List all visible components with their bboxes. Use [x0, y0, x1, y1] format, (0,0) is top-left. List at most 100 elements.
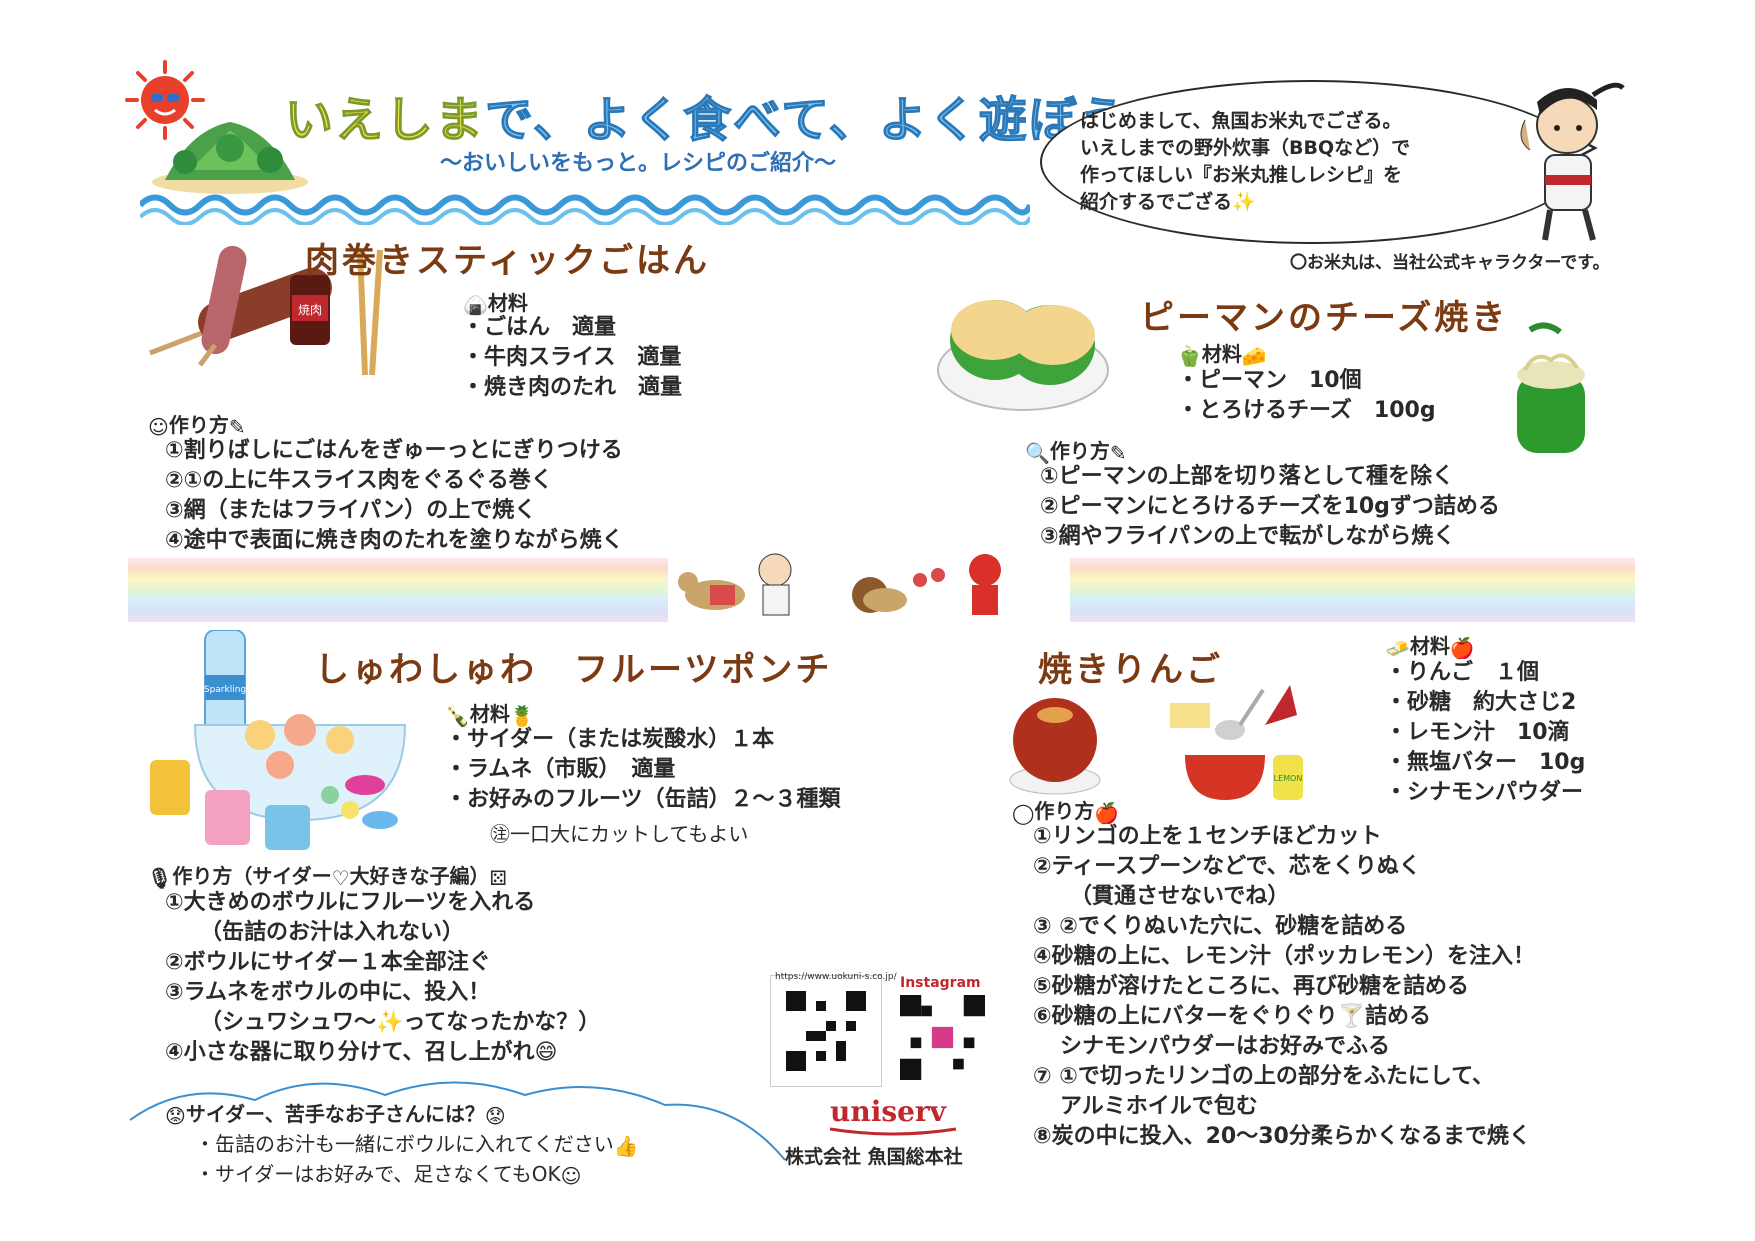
okomemaru-character-illustration	[1520, 82, 1625, 241]
recipe4-ingredient-2: ・砂糖 約大さじ2	[1385, 690, 1577, 715]
recipe3-ingredient-3: ・お好みのフルーツ（缶詰）２～３種類	[445, 787, 841, 812]
dice-icon: ⚄	[489, 865, 507, 890]
character-note: 〇お米丸は、当社公式キャラクターです。	[1290, 253, 1610, 273]
recipe4-title: 焼きりんご	[1038, 650, 1223, 690]
recipe3-title: しゅわしゅわ フルーツポンチ	[315, 650, 833, 690]
bottle-label: Sparkling	[204, 685, 246, 695]
cocktail-glass-icon: 🍸	[1337, 1004, 1366, 1029]
baked-apple-illustration: LEMON	[1009, 685, 1303, 800]
recipe4-step-2-note: （貫通させないでね）	[1070, 884, 1290, 909]
recipe3-step-3: ③ラムネをボウルの中に、投入！	[165, 980, 491, 1005]
recipe4-step-3: ③ ②でくりぬいた穴に、砂糖を詰める	[1033, 914, 1408, 939]
recipe4-method-label: ◯作り方🍎	[1012, 799, 1120, 825]
grin-icon: 😄	[534, 1040, 558, 1065]
recipe3-step-3-note: （シュワシュワ～✨ってなったかな？）	[200, 1010, 601, 1035]
pepper-icon: 🫑	[1177, 343, 1202, 368]
tip-line-2: ・サイダーはお好みで、足さなくてもOK☺	[195, 1162, 582, 1188]
heart-icon: ♡	[331, 865, 350, 890]
recipe4-step-5: ⑤砂糖が溶けたところに、再び砂糖を詰める	[1033, 974, 1469, 999]
recipe4-step-4: ④砂糖の上に、レモン汁（ポッカレモン）を注入！	[1033, 944, 1535, 969]
recipe1-step-1: ①割りばしにごはんをぎゅーっとにぎりつける	[165, 438, 623, 463]
recipe4-step-6-note: シナモンパウダーはお好みでふる	[1060, 1034, 1391, 1059]
instagram-label: Instagram	[900, 975, 981, 991]
apple-icon: 🍎	[1449, 635, 1475, 660]
meat-stick-illustration: 焼肉	[149, 245, 383, 376]
brand-logo: uniserv	[830, 1095, 946, 1128]
instagram-qr-code[interactable]	[900, 995, 985, 1080]
recipe2-ingredient-1: ・ピーマン 10個	[1177, 368, 1362, 393]
recipe3-step-1: ①大きめのボウルにフルーツを入れる	[165, 890, 536, 915]
worried-icon: 😟	[165, 1103, 186, 1128]
apple-icon: 🍎	[1094, 800, 1120, 825]
recipe4-step-8: ⑧炭の中に投入、20～30分柔らかくなるまで焼く	[1033, 1124, 1531, 1149]
recipe3-ingredient-2: ・ラムネ（市販） 適量	[445, 757, 676, 782]
page-title: いえしまで、よく食べて、よく遊ぼう！	[284, 91, 1179, 148]
pencil-icon: ✎	[228, 414, 246, 439]
rice-ball-icon: 🍙	[463, 292, 488, 317]
recipe1-ingredients-label: 🍙材料	[463, 291, 528, 317]
magnifier-icon: 🔍	[1025, 440, 1050, 465]
character-parade-illustration	[678, 553, 1001, 616]
lemon-bottle-label: LEMON	[1274, 774, 1303, 783]
company-name: 株式会社 魚国総本社	[785, 1146, 963, 1168]
recipe3-ingredients-label: 🍾材料🍍	[445, 702, 535, 728]
brand-logo-swoosh	[829, 1127, 957, 1136]
smile-icon: ☺	[148, 414, 169, 439]
green-pepper-illustration	[1517, 322, 1585, 453]
recipe2-ingredient-2: ・とろけるチーズ 100g	[1177, 398, 1436, 423]
recipe1-step-4: ④途中で表面に焼き肉のたれを塗りながら焼く	[165, 528, 624, 553]
recipe4-ingredient-3: ・レモン汁 10滴	[1385, 720, 1570, 745]
thumbs-up-icon: 👍	[613, 1133, 639, 1158]
tip-cloud-outline	[129, 1081, 786, 1161]
rainbow-divider-right	[1070, 558, 1635, 622]
website-qr-code[interactable]	[786, 991, 866, 1071]
fruit-punch-illustration: Sparkling	[150, 630, 407, 850]
cheese-icon: 🧀	[1241, 343, 1267, 368]
recipe4-step-2: ②ティースプーンなどで、芯をくりぬく	[1033, 854, 1421, 879]
speech-bubble	[1040, 80, 1584, 244]
recipe4-step-7: ⑦ ①で切ったリンゴの上の部分をふたにして、	[1033, 1064, 1495, 1089]
island-illustration	[152, 122, 308, 194]
website-url-label: https://www.uokuni-s.co.jp/	[775, 972, 897, 982]
recipe2-step-1: ①ピーマンの上部を切り落として種を除く	[1040, 464, 1454, 489]
recipe1-ingredient-1: ・ごはん 適量	[462, 315, 617, 340]
pineapple-icon: 🍍	[509, 703, 535, 728]
recipe4-ingredient-4: ・無塩バター 10g	[1385, 750, 1586, 775]
recipe3-step-4: ④小さな器に取り分けて、召し上がれ😄	[165, 1038, 557, 1068]
recipe4-ingredient-5: ・シナモンパウダー	[1385, 780, 1584, 805]
recipe1-ingredient-3: ・焼き肉のたれ 適量	[462, 375, 683, 400]
recipe4-ingredients-label: 🧈材料🍎	[1385, 634, 1475, 660]
recipe3-step-1-note: （缶詰のお汁は入れない）	[200, 920, 465, 945]
recipe1-ingredient-2: ・牛肉スライス 適量	[462, 345, 682, 370]
recipe4-step-1: ①リンゴの上を１センチほどカット	[1033, 824, 1382, 849]
recipe4-step-6: ⑥砂糖の上にバターをぐりぐり🍸詰める	[1033, 1002, 1431, 1032]
wave-border	[140, 194, 1030, 225]
recipe2-step-3: ③網やフライパンの上で転がしながら焼く	[1040, 524, 1456, 549]
bottle-icon: 🍾	[445, 703, 470, 728]
recipe1-title: 肉巻きスティックごはん	[305, 241, 710, 281]
recipe1-step-2: ②①の上に牛スライス肉をぐるぐる巻く	[165, 468, 553, 493]
page-subtitle: ～おいしいをもっと。レシピのご紹介～	[440, 151, 837, 176]
recipe4-step-7-note: アルミホイルで包む	[1060, 1094, 1258, 1119]
recipe3-method-label: 🎙作り方（サイダー♡大好きな子編）⚄	[147, 864, 507, 890]
website-qr-block: https://www.uokuni-s.co.jp/	[770, 972, 897, 1087]
stuffed-pepper-plate-illustration	[937, 300, 1109, 411]
rainbow-divider-left	[128, 558, 668, 622]
recipe4-ingredient-1: ・りんご １個	[1385, 660, 1540, 685]
recipe3-ingredient-1: ・サイダー（または炭酸水）１本	[445, 727, 775, 752]
smile-icon: ☺	[560, 1163, 582, 1188]
worried-icon: 😟	[484, 1103, 506, 1128]
recipe2-method-label: 🔍作り方✎	[1025, 439, 1127, 465]
apple-outline-icon: ◯	[1012, 800, 1035, 825]
instagram-qr-block: Instagram	[900, 975, 990, 1085]
tip-line-1: ・缶詰のお汁も一緒にボウルに入れてください👍	[195, 1132, 639, 1158]
sun-illustration	[125, 60, 205, 140]
tip-title: 😟サイダー、苦手なお子さんには？😟	[165, 1102, 506, 1128]
recipe2-title: ピーマンのチーズ焼き	[1140, 298, 1509, 338]
recipe3-ingredient-note: ㊟一口大にカットしてもよい	[490, 822, 749, 846]
recipe2-step-2: ②ピーマンにとろけるチーズを10gずつ詰める	[1040, 494, 1500, 519]
microphone-icon: 🎙	[147, 865, 173, 890]
recipe1-step-3: ③網（またはフライパン）の上で焼く	[165, 498, 537, 523]
recipe2-ingredients-label: 🫑材料🧀	[1177, 342, 1267, 368]
recipe1-method-label: ☺作り方✎	[148, 413, 246, 439]
